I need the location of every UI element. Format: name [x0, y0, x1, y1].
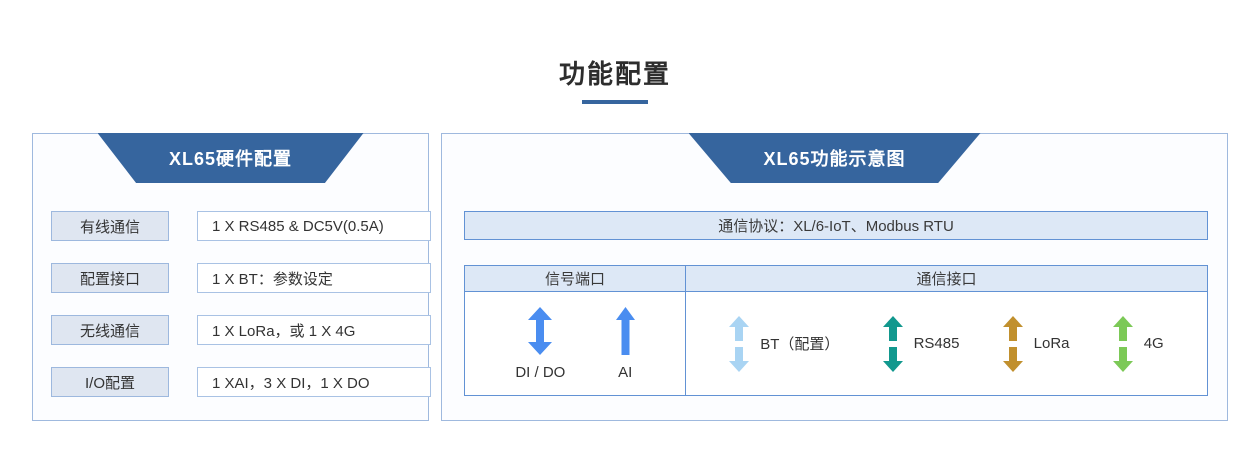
split-double-arrow-icon: [729, 315, 750, 372]
signal-ports-column-header: 信号端口: [465, 266, 686, 291]
hardware-row-io: I/O配置 1 XAI，3 X DI，1 X DO: [51, 367, 431, 397]
up-arrow-icon: [615, 306, 635, 355]
protocol-bar: 通信协议：XL/6-IoT、Modbus RTU: [464, 211, 1208, 240]
double-arrow-icon: [528, 306, 553, 355]
function-diagram-panel: XL65功能示意图 通信协议：XL/6-IoT、Modbus RTU 信号端口 …: [441, 133, 1228, 421]
function-table-header-row: 信号端口 通信接口: [465, 266, 1207, 292]
comm-interface-label: 4G: [1143, 335, 1164, 352]
split-double-arrow-icon: [1002, 315, 1023, 372]
hardware-row-value: 1 X RS485 & DC5V(0.5A): [197, 211, 431, 241]
comm-interfaces-column-header: 通信接口: [916, 271, 977, 288]
function-panel-header-label: XL65功能示意图: [763, 149, 906, 169]
hardware-config-panel: XL65硬件配置 有线通信 1 X RS485 & DC5V(0.5A) 配置接…: [32, 133, 431, 421]
protocol-bar-label: 通信协议：XL/6-IoT、Modbus RTU: [718, 218, 954, 235]
function-table: 信号端口 通信接口 DI / DO: [464, 265, 1208, 396]
comm-interface-lora: LoRa: [1002, 315, 1070, 372]
hardware-row-label: I/O配置: [51, 367, 169, 397]
signal-ports-cell: DI / DO AI: [465, 292, 686, 395]
hardware-row-value: 1 X BT：参数设定: [197, 263, 431, 293]
comm-interface-label: LoRa: [1033, 335, 1070, 352]
hardware-row-wireless: 无线通信 1 X LoRa，或 1 X 4G: [51, 315, 431, 345]
hardware-row-label: 无线通信: [51, 315, 169, 345]
comm-interfaces-cell: BT（配置） RS485: [686, 292, 1207, 395]
comm-interface-rs485: RS485: [882, 315, 960, 372]
title-underline: [582, 100, 648, 104]
signal-port-ai: AI: [615, 306, 635, 381]
comm-interface-label: BT（配置）: [760, 336, 840, 353]
hardware-row-label: 有线通信: [51, 211, 169, 241]
signal-port-label: DI / DO: [515, 363, 566, 381]
hardware-panel-header-label: XL65硬件配置: [168, 149, 293, 169]
comm-interface-4g: 4G: [1112, 315, 1164, 372]
hardware-row-value: 1 XAI，3 X DI，1 X DO: [197, 367, 431, 397]
hardware-row-wired: 有线通信 1 X RS485 & DC5V(0.5A): [51, 211, 431, 241]
page-header: 功能配置: [0, 54, 1230, 104]
page-title: 功能配置: [558, 59, 671, 89]
comm-interface-bt: BT（配置）: [729, 315, 840, 372]
hardware-row-value: 1 X LoRa，或 1 X 4G: [197, 315, 431, 345]
function-panel-header: XL65功能示意图: [688, 133, 981, 183]
function-table-body-row: DI / DO AI: [465, 292, 1207, 395]
hardware-row-label: 配置接口: [51, 263, 169, 293]
split-double-arrow-icon: [882, 315, 903, 372]
hardware-row-config-port: 配置接口 1 X BT：参数设定: [51, 263, 431, 293]
split-double-arrow-icon: [1112, 315, 1133, 372]
hardware-panel-header: XL65硬件配置: [97, 133, 364, 183]
signal-port-label: AI: [618, 363, 633, 381]
comm-interface-label: RS485: [913, 335, 960, 352]
signal-port-di-do: DI / DO: [515, 306, 566, 381]
